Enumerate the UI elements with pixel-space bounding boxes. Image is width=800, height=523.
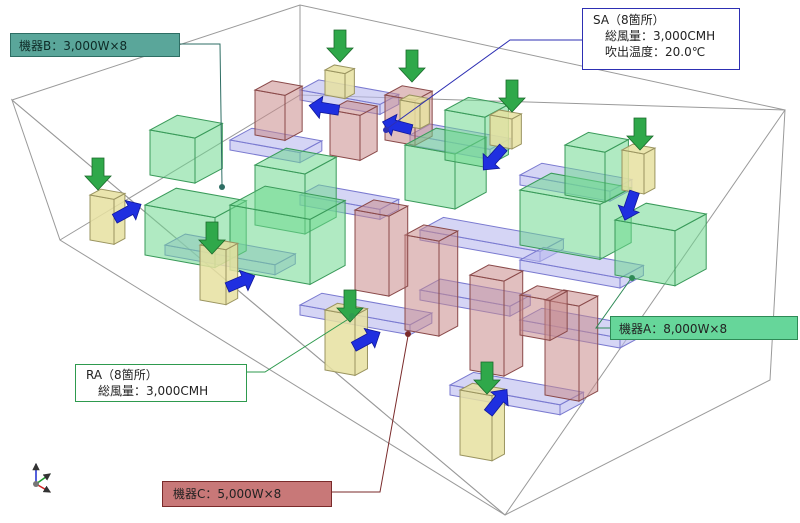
equipment-c-4-front (404, 234, 440, 337)
ra-arrow-2 (198, 221, 226, 255)
air-unit-7-top (488, 109, 523, 120)
ra-title: RA（8箇所） (86, 368, 158, 382)
equipment-c-7 (353, 199, 410, 297)
equipment-c-2-top (328, 100, 379, 116)
leader-ra (247, 317, 351, 373)
ra-arrow-5 (498, 79, 526, 113)
air-unit-1-front (89, 194, 115, 245)
equipment-c-4-top (403, 224, 460, 242)
equipment-c-8-front (519, 294, 551, 341)
equipment-a-8-top (563, 131, 630, 153)
air-unit-1 (88, 188, 127, 246)
duct-1-top (228, 127, 324, 154)
equipment-c-5 (468, 264, 525, 377)
ra-flow: 総風量：3,000CMH (98, 384, 209, 398)
leader-lines (180, 39, 635, 493)
equipment-c-group (253, 80, 600, 402)
air-unit-8-top (620, 143, 657, 155)
equipment-a-1-front (149, 129, 196, 184)
sa-arrow-7 (482, 143, 508, 171)
equipment-c-4 (403, 224, 460, 337)
air-unit-2 (198, 238, 240, 306)
equipment-a-9-top (613, 202, 708, 232)
equipment-a-group (143, 96, 708, 287)
equipment-a-1 (148, 114, 224, 184)
equipment-a-8 (563, 131, 630, 204)
air-unit-5 (323, 64, 356, 100)
air-unit-7-side (511, 113, 522, 150)
air-unit-7 (488, 109, 523, 150)
sa-flow: 総風量：3,000CMH (605, 29, 716, 43)
equipment-b-text: 機器B：3,000W×8 (19, 39, 128, 53)
air-unit-2-front (199, 244, 227, 306)
air-unit-8-front (621, 149, 645, 195)
ra-arrow-8 (473, 361, 501, 395)
air-unit-7-front (489, 114, 513, 150)
equipment-a-label: 機器A：8,000W×8 (610, 316, 798, 340)
equipment-c-5-top (468, 264, 525, 282)
equipment-c-7-front (354, 209, 390, 297)
leader-sa (387, 39, 582, 129)
supply-air-arrows (111, 95, 641, 417)
air-unit-5-top (323, 64, 356, 75)
ra-arrow-4 (398, 49, 426, 83)
sa-label: SA（8箇所） 総風量：3,000CMH 吹出温度：20.0℃ (582, 8, 740, 70)
ra-arrow-6 (626, 117, 654, 151)
equipment-c-8-top (518, 285, 569, 301)
equipment-a-9 (613, 202, 708, 287)
air-unit-2-side (225, 242, 239, 306)
air-unit-1-top (88, 188, 127, 200)
leader-equipment-a (595, 279, 631, 329)
equipment-c-4-side (438, 230, 459, 337)
equipment-c-5-front (469, 274, 505, 377)
equipment-c-1-front (254, 89, 286, 141)
equipment-a-8-front (564, 144, 606, 203)
air-unit-4-front (459, 389, 493, 462)
ra-arrow-3 (326, 29, 354, 63)
sa-arrow-3 (350, 327, 381, 352)
equipment-c-1 (253, 80, 304, 142)
air-unit-6 (398, 94, 431, 130)
equipment-c-6-side (578, 295, 599, 402)
equipment-a-3-top (253, 147, 338, 175)
axis-triad-icon (32, 462, 52, 493)
air-unit-8-side (643, 147, 656, 195)
sa-arrow-4 (483, 389, 509, 417)
air-unit-8 (620, 143, 657, 195)
equipment-c-2 (328, 100, 379, 162)
sa-temperature: 吹出温度：20.0℃ (605, 45, 706, 59)
sa-arrow-8 (617, 189, 641, 221)
return-air-arrows (84, 29, 654, 395)
equipment-c-7-side (388, 205, 409, 297)
leader-equipment-b (180, 43, 223, 186)
air-unit-group (88, 64, 657, 462)
leader-equipment-c (332, 335, 409, 493)
equipment-b-label: 機器B：3,000W×8 (10, 33, 180, 57)
equipment-c-7-top (353, 199, 410, 217)
equipment-a-9-front (614, 219, 676, 287)
equipment-a-4 (228, 185, 347, 286)
equipment-a-4-top (228, 185, 347, 220)
equipment-c-label: 機器C：5,000W×8 (162, 481, 332, 507)
ra-label: RA（8箇所） 総風量：3,000CMH (75, 364, 247, 402)
sa-arrow-6 (381, 113, 414, 137)
equipment-a-6-front (444, 109, 486, 168)
equipment-c-text: 機器C：5,000W×8 (173, 487, 282, 501)
sa-arrow-5 (308, 95, 341, 120)
equipment-c-2-front (329, 109, 361, 161)
ra-arrow-7 (336, 289, 364, 323)
sa-arrow-2 (224, 269, 256, 293)
sa-title: SA（8箇所） (593, 13, 665, 27)
air-unit-5-front (324, 69, 346, 100)
ra-arrow-1 (84, 157, 112, 191)
equipment-c-8 (518, 285, 569, 342)
equipment-a-text: 機器A：8,000W×8 (619, 322, 728, 336)
equipment-a-1-top (148, 114, 224, 139)
equipment-c-1-top (253, 80, 304, 96)
sa-arrow-1 (111, 199, 142, 224)
